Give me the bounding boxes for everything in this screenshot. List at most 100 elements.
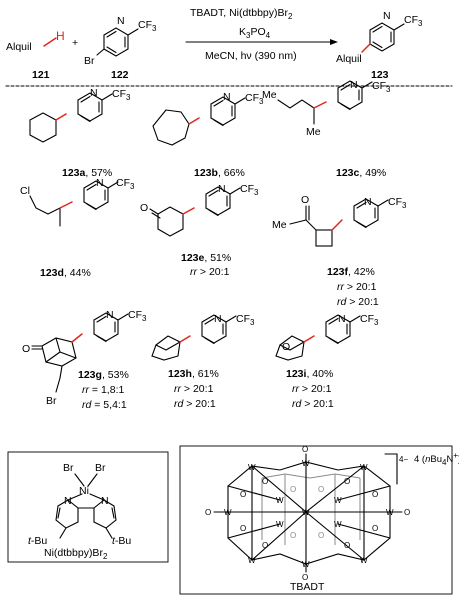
product-123f-rr: > 20:1 <box>344 281 377 293</box>
product-123a-id: 123a <box>62 167 86 179</box>
svg-text:123i, 40%: 123i, 40% <box>286 368 333 380</box>
product-123e-structure <box>149 186 241 237</box>
product-123f-o: O <box>301 194 309 206</box>
tbadt-w-bottom-left: W <box>248 556 256 565</box>
product-123g-id: 123g <box>78 369 102 381</box>
product-123i-id: 123i <box>286 368 307 380</box>
tbadt-w-inner-1: W <box>276 496 284 505</box>
svg-text:CF3: CF3 <box>112 88 131 102</box>
tbadt-o-4: O <box>344 541 350 550</box>
tbadt-w-inner-2: W <box>334 496 342 505</box>
reaction-conditions: MeCN, hν (390 nm) <box>205 50 297 62</box>
reactant-122-br: Br <box>84 55 95 67</box>
product-123d-id: 123d <box>40 267 64 279</box>
tbadt-box <box>179 445 453 595</box>
tbadt-counterion: 4 ( <box>414 454 426 465</box>
product-123e-yield: , 51% <box>204 252 231 264</box>
svg-text:rr > 20:1: rr > 20:1 <box>174 383 214 395</box>
product-n: N <box>383 10 391 22</box>
ni-br-left: Br <box>63 462 74 474</box>
svg-text:N: N <box>350 79 358 91</box>
label-123: 123 <box>371 69 389 81</box>
product-123c-me: Me <box>306 126 321 138</box>
svg-text:N: N <box>218 183 226 195</box>
ni-n-left: N <box>64 495 72 507</box>
ni-tbu-right: -Bu <box>115 535 132 547</box>
product-123i-rd: > 20:1 <box>301 398 334 410</box>
product-123c-id: 123c <box>336 167 360 179</box>
svg-text:rr > 20:1: rr > 20:1 <box>337 281 377 293</box>
product-123a-structure <box>29 92 113 143</box>
tbadt-o-back-4: O <box>318 531 324 540</box>
svg-text:Ni(dtbbpy)Br2: Ni(dtbbpy)Br2 <box>44 547 108 561</box>
product-123f-yield: , 42% <box>348 266 375 278</box>
product-123e-rr: > 20:1 <box>197 266 230 278</box>
svg-text:CF3: CF3 <box>245 92 264 106</box>
svg-text:rd = 5,4:1: rd = 5,4:1 <box>82 399 127 411</box>
product-123f-rd: > 20:1 <box>346 296 379 308</box>
svg-text:123f, 42%: 123f, 42% <box>327 266 375 278</box>
product-123e-o: O <box>140 202 148 214</box>
ni-catalyst-structure <box>55 473 117 539</box>
svg-text:CF3: CF3 <box>388 196 407 210</box>
svg-text:N: N <box>106 309 114 321</box>
tbadt-o-left: O <box>205 508 211 517</box>
svg-text:CF3: CF3 <box>240 183 259 197</box>
product-123b-structure <box>152 96 246 146</box>
ni-tbu-left: -Bu <box>31 535 48 547</box>
svg-text:t-Bu: t-Bu <box>28 535 47 547</box>
tbadt-o-7: O <box>240 524 246 533</box>
product-123h-id: 123h <box>168 368 192 380</box>
svg-text:CF3: CF3 <box>128 309 147 323</box>
tbadt-w-top-right: W <box>360 463 368 472</box>
tbadt-o-8: O <box>372 524 378 533</box>
svg-text:TBADT, Ni(dtbbpy)Br2: TBADT, Ni(dtbbpy)Br2 <box>190 7 293 21</box>
tbadt-name: TBADT <box>290 581 325 593</box>
svg-text:rd > 20:1: rd > 20:1 <box>292 398 334 410</box>
product-123b-yield: , 66% <box>218 167 245 179</box>
svg-text:N: N <box>214 313 222 325</box>
product-123i-yield: , 40% <box>306 368 333 380</box>
reactant-122-n: N <box>117 15 125 27</box>
svg-text:rd > 20:1: rd > 20:1 <box>337 296 379 308</box>
svg-text:N: N <box>364 196 372 208</box>
product-123g-rd: = 5,4:1 <box>91 399 126 411</box>
svg-text:rr > 20:1: rr > 20:1 <box>190 266 230 278</box>
product-123c-me-top: Me <box>262 89 277 101</box>
reagent-base: K <box>239 26 246 38</box>
product-123i-structure <box>275 314 361 361</box>
product-123f-me: Me <box>272 219 287 231</box>
tbadt-w-top-left: W <box>248 463 256 472</box>
svg-text:rd > 20:1: rd > 20:1 <box>174 398 216 410</box>
tbadt-w-bottom-right: W <box>360 556 368 565</box>
tbadt-o-1: O <box>262 477 268 486</box>
svg-text:123c, 49%: 123c, 49% <box>336 167 386 179</box>
reactant-122-cf3: CF <box>138 19 152 31</box>
svg-text:123h, 61%: 123h, 61% <box>168 368 219 380</box>
svg-text:rr = 1,8:1: rr = 1,8:1 <box>82 384 124 396</box>
product-123g-rr: = 1,8:1 <box>89 384 124 396</box>
tbadt-w-inner-4: W <box>334 520 342 529</box>
product-123i-o: O <box>282 341 290 353</box>
tbadt-o-back-3: O <box>290 531 296 540</box>
svg-text:CF3: CF3 <box>372 80 391 94</box>
product-123f-structure <box>289 198 389 247</box>
ni-catalyst-name: Ni(dtbbpy)Br <box>44 547 103 559</box>
svg-text:N: N <box>223 91 231 103</box>
tbadt-o-back-1: O <box>290 485 296 494</box>
product-123g-structure <box>31 312 129 393</box>
svg-text:123e, 51%: 123e, 51% <box>181 252 231 264</box>
product-alquil: Alquil <box>336 53 362 65</box>
product-123f-id: 123f <box>327 266 349 278</box>
tbadt-w-right: W <box>386 508 394 517</box>
svg-text:123d, 44%: 123d, 44% <box>40 267 91 279</box>
svg-text:t-Bu: t-Bu <box>112 535 131 547</box>
svg-text:CF3: CF3 <box>116 177 135 191</box>
tbadt-o-top: O <box>302 445 308 454</box>
product-123b-id: 123b <box>194 167 218 179</box>
tbadt-w-top: W <box>302 459 310 468</box>
tbadt-structure <box>213 453 403 573</box>
product-123h-structure <box>151 314 237 361</box>
ni-center: Ni <box>79 485 89 497</box>
